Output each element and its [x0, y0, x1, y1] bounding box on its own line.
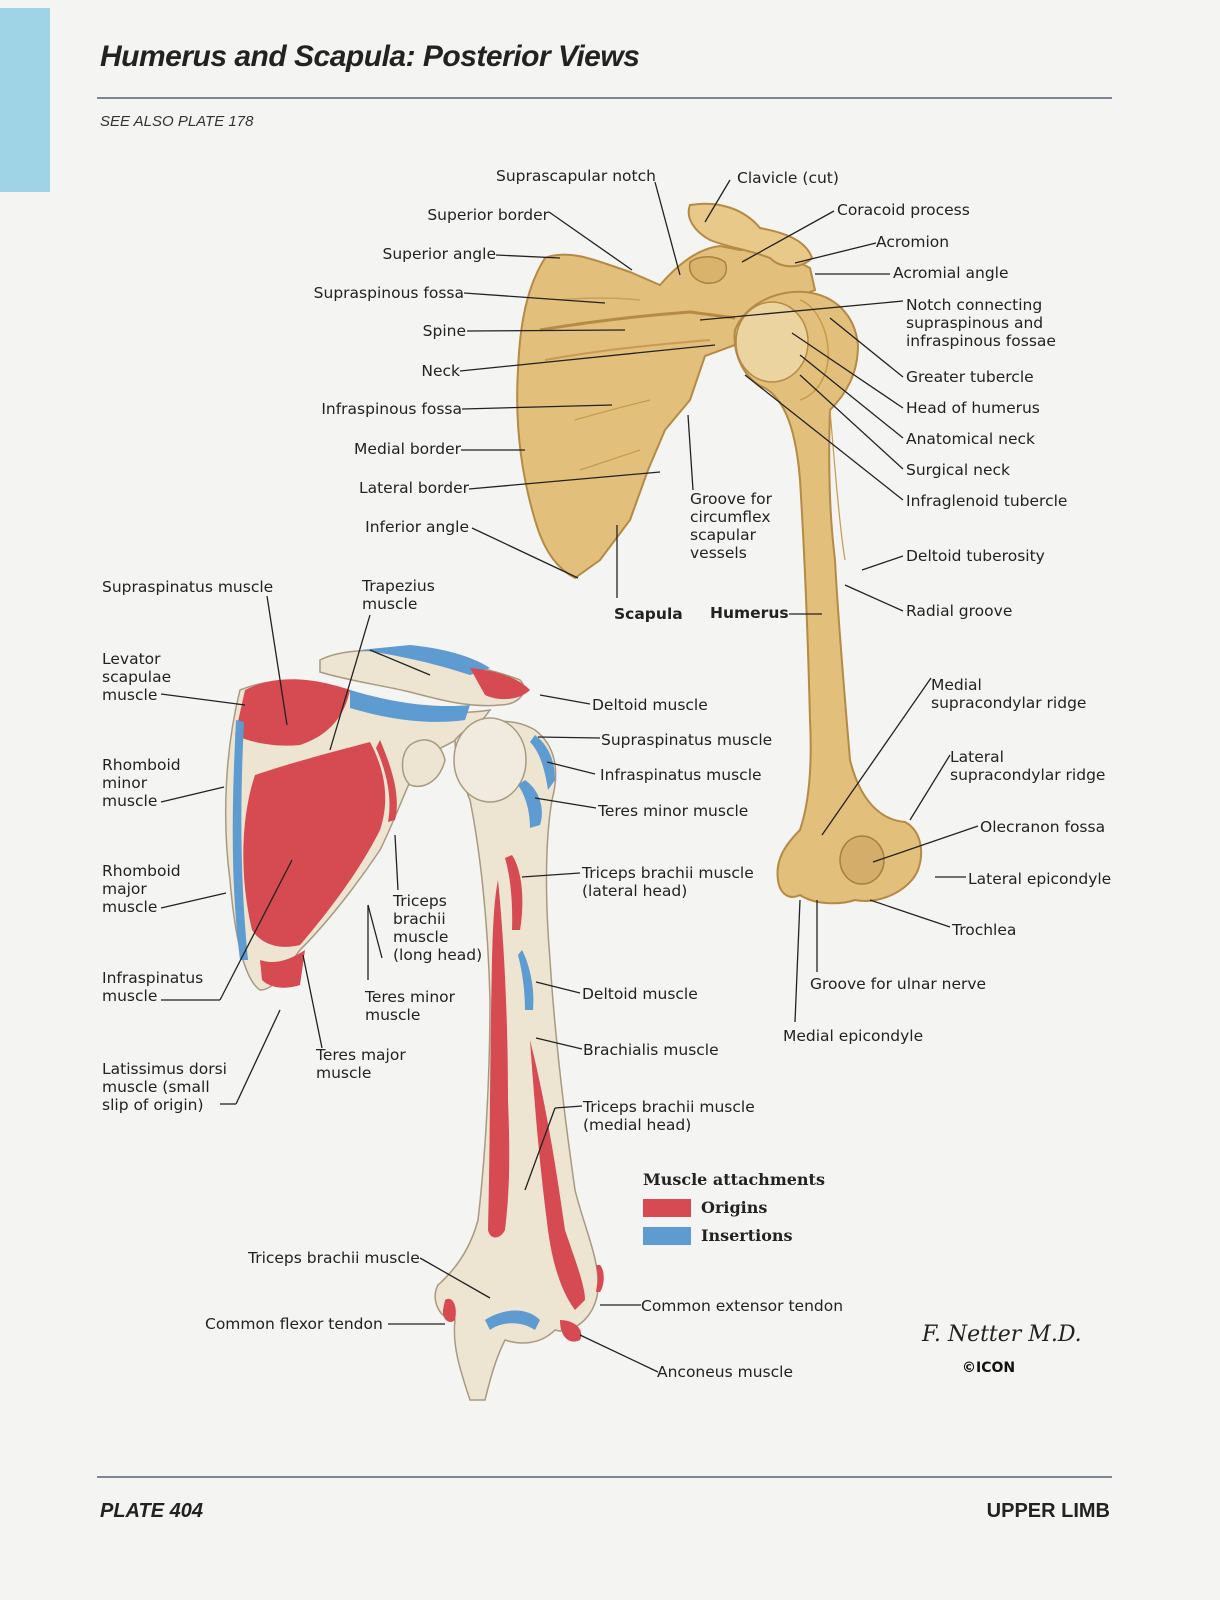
label-medial-border: Medial border: [354, 440, 461, 458]
label-common-extensor-tendon: Common extensor tendon: [641, 1297, 844, 1315]
label-supraspinatus-muscle-right: Supraspinatus muscle: [601, 731, 773, 749]
label-scapula: Scapula: [614, 605, 683, 623]
see-also-note: SEE ALSO PLATE 178: [100, 113, 254, 130]
label-trochlea: Trochlea: [952, 921, 1017, 939]
legend-item-origins: Origins: [643, 1198, 825, 1217]
label-acromion: Acromion: [876, 233, 950, 251]
label-levator-scapulae: Levator scapulae muscle: [102, 650, 172, 704]
label-triceps-long-head: Triceps brachii muscle (long head): [393, 892, 483, 964]
page-title: Humerus and Scapula: Posterior Views: [100, 40, 640, 73]
label-infraspinatus-muscle-right: Infraspinatus muscle: [600, 766, 762, 784]
label-deltoid-tuberosity: Deltoid tuberosity: [906, 547, 1045, 565]
label-humerus: Humerus: [710, 604, 789, 622]
label-deltoid-muscle-top: Deltoid muscle: [592, 696, 708, 714]
label-supraspinous-fossa: Supraspinous fossa: [313, 284, 464, 302]
label-notch-connecting: Notch connecting supraspinous and infras…: [906, 296, 1056, 350]
label-spine: Spine: [422, 322, 466, 340]
label-infraglenoid-tubercle: Infraglenoid tubercle: [906, 492, 1068, 510]
legend-swatch-insertions: [643, 1226, 691, 1245]
label-lateral-supracondylar: Lateral supracondylar ridge: [950, 748, 1106, 784]
label-radial-groove: Radial groove: [906, 602, 1013, 620]
label-infraspinatus-muscle-left: Infraspinatus muscle: [102, 969, 204, 1005]
label-superior-angle: Superior angle: [382, 245, 496, 263]
label-latissimus-dorsi: Latissimus dorsi muscle (small slip of o…: [102, 1060, 227, 1114]
label-inferior-angle: Inferior angle: [365, 518, 469, 536]
label-medial-epicondyle: Medial epicondyle: [783, 1027, 924, 1045]
label-neck: Neck: [421, 362, 460, 380]
leader-lines-bottom: [160, 595, 659, 1373]
label-lateral-border: Lateral border: [358, 479, 469, 497]
label-triceps-lateral-head: Triceps brachii muscle (lateral head): [582, 864, 754, 900]
label-brachialis: Brachialis muscle: [583, 1041, 719, 1059]
label-lateral-epicondyle: Lateral epicondyle: [968, 870, 1112, 888]
legend-muscle-attachments: Muscle attachments Origins Insertions: [643, 1170, 825, 1245]
label-trapezius: Trapezius muscle: [362, 577, 435, 613]
section-name: UPPER LIMB: [986, 1500, 1110, 1522]
legend-title: Muscle attachments: [643, 1170, 825, 1189]
label-deltoid-muscle-mid: Deltoid muscle: [582, 985, 698, 1003]
footer-rule: [97, 1476, 1112, 1478]
label-anatomical-neck: Anatomical neck: [906, 430, 1036, 448]
label-acromial-angle: Acromial angle: [893, 264, 1009, 282]
label-common-flexor-tendon: Common flexor tendon: [205, 1315, 383, 1333]
label-teres-minor-right: Teres minor muscle: [598, 802, 749, 820]
label-teres-major: Teres major muscle: [316, 1046, 406, 1082]
label-anconeus: Anconeus muscle: [657, 1363, 793, 1381]
label-suprascapular-notch: Suprascapular notch: [496, 167, 656, 185]
label-head-of-humerus: Head of humerus: [906, 399, 1040, 417]
label-supraspinatus-muscle-left: Supraspinatus muscle: [102, 578, 274, 596]
label-rhomboid-minor: Rhomboid minor muscle: [102, 756, 181, 810]
legend-item-insertions: Insertions: [643, 1226, 825, 1245]
label-coracoid-process: Coracoid process: [837, 201, 970, 219]
label-rhomboid-major: Rhomboid major muscle: [102, 862, 181, 916]
label-surgical-neck: Surgical neck: [906, 461, 1011, 479]
label-olecranon-fossa: Olecranon fossa: [980, 818, 1106, 836]
icon-logo: ©ICON: [962, 1360, 1016, 1376]
legend-label-origins: Origins: [701, 1198, 768, 1217]
label-clavicle: Clavicle (cut): [737, 169, 839, 187]
label-triceps-brachii: Triceps brachii muscle: [248, 1249, 420, 1267]
label-triceps-medial-head: Triceps brachii muscle (medial head): [583, 1098, 755, 1134]
label-teres-minor-left: Teres minor muscle: [365, 988, 456, 1024]
label-groove-circumflex: Groove for circumflex scapular vessels: [690, 490, 772, 562]
humerus-right-drawing: [733, 290, 923, 905]
artist-signature: F. Netter M.D.: [922, 1322, 1082, 1347]
label-greater-tubercle: Greater tubercle: [906, 368, 1034, 386]
legend-label-insertions: Insertions: [701, 1226, 793, 1245]
label-groove-ulnar: Groove for ulnar nerve: [810, 975, 987, 993]
leader-lines-top: [459, 179, 979, 1023]
muscle-attachment-drawing: [224, 645, 604, 1401]
plate-number: PLATE 404: [100, 1500, 203, 1522]
label-medial-supracondylar: Medial supracondylar ridge: [931, 676, 1087, 712]
legend-swatch-origins: [643, 1198, 691, 1217]
label-superior-border: Superior border: [427, 206, 549, 224]
label-infraspinous-fossa: Infraspinous fossa: [321, 400, 462, 418]
title-rule: [97, 97, 1112, 99]
section-tab: [0, 8, 50, 192]
